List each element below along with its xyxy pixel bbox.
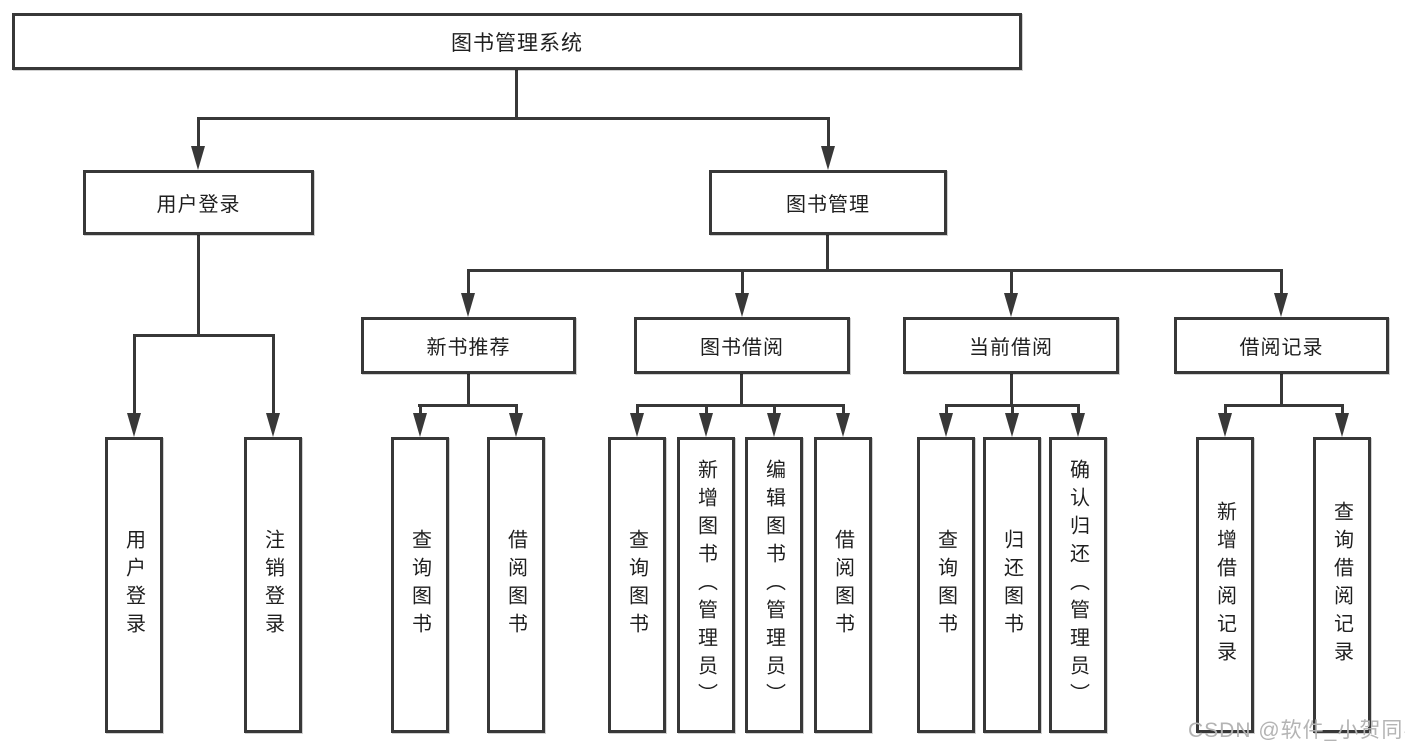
node-borrow-records: 借阅记录 bbox=[1174, 317, 1389, 374]
leaf-query-books-current: 查询图书 bbox=[917, 437, 975, 733]
leaf-confirm-return-admin: 确认归还（管理员） bbox=[1049, 437, 1107, 733]
arrowhead-to-book-management bbox=[821, 146, 835, 170]
arrowhead-bookborrow-leaf-4 bbox=[836, 413, 850, 437]
connector-root-drop-right bbox=[827, 117, 830, 149]
connector-bookborrow-stem bbox=[740, 373, 743, 407]
leaf-query-books-recommend-label: 查询图书 bbox=[408, 529, 431, 641]
node-root-label: 图书管理系统 bbox=[451, 31, 583, 55]
leaf-query-books-recommend: 查询图书 bbox=[391, 437, 449, 733]
node-user-login: 用户登录 bbox=[83, 170, 314, 235]
connector-root-stem bbox=[515, 68, 518, 119]
arrowhead-newbook-leaf-1 bbox=[413, 413, 427, 437]
connector-records-bar bbox=[1224, 404, 1343, 407]
node-new-book-recommend-label: 新书推荐 bbox=[426, 337, 511, 359]
node-current-borrow-label: 当前借阅 bbox=[969, 337, 1053, 359]
connector-bookmgmt-bar bbox=[467, 269, 1283, 272]
connector-bookmgmt-drop-4 bbox=[1280, 269, 1283, 297]
connector-records-drop-1 bbox=[1224, 404, 1227, 416]
connector-userlogin-stem bbox=[197, 234, 200, 337]
node-book-borrow-label: 图书借阅 bbox=[700, 337, 784, 359]
connector-currentborrow-stem bbox=[1010, 373, 1013, 407]
connector-newbook-drop-2 bbox=[515, 404, 518, 416]
connector-userlogin-drop-2 bbox=[272, 334, 275, 416]
arrowhead-newbook-leaf-2 bbox=[509, 413, 523, 437]
connector-records-drop-2 bbox=[1341, 404, 1344, 416]
arrowhead-records-leaf-2 bbox=[1335, 413, 1349, 437]
arrowhead-to-new-book-recommend bbox=[461, 293, 475, 317]
leaf-borrow-books-borrow: 借阅图书 bbox=[814, 437, 872, 733]
leaf-logout-label: 注销登录 bbox=[261, 529, 284, 641]
connector-userlogin-bar bbox=[133, 334, 275, 337]
arrowhead-bookborrow-leaf-3 bbox=[767, 413, 781, 437]
leaf-add-book-admin: 新增图书（管理员） bbox=[677, 437, 735, 733]
leaf-logout: 注销登录 bbox=[244, 437, 302, 733]
connector-bookmgmt-drop-3 bbox=[1010, 269, 1013, 297]
leaf-user-login: 用户登录 bbox=[105, 437, 163, 733]
connector-newbook-stem bbox=[467, 373, 470, 407]
node-user-login-label: 用户登录 bbox=[156, 194, 241, 216]
connector-newbook-bar bbox=[418, 404, 518, 407]
connector-bookborrow-drop-3 bbox=[773, 404, 776, 416]
connector-bookmgmt-stem bbox=[826, 234, 829, 272]
leaf-borrow-books-recommend-label: 借阅图书 bbox=[504, 529, 527, 641]
arrowhead-to-user-login bbox=[191, 146, 205, 170]
connector-newbook-drop-1 bbox=[419, 404, 422, 416]
leaf-confirm-return-admin-label: 确认归还（管理员） bbox=[1066, 459, 1089, 711]
connector-bookborrow-drop-2 bbox=[705, 404, 708, 416]
leaf-add-borrow-record: 新增借阅记录 bbox=[1196, 437, 1254, 733]
connector-userlogin-drop-1 bbox=[133, 334, 136, 416]
node-current-borrow: 当前借阅 bbox=[903, 317, 1119, 374]
connector-currentborrow-drop-2 bbox=[1011, 404, 1014, 416]
watermark: CSDN @软件_小贺同学 bbox=[1188, 719, 1405, 742]
leaf-return-book-label: 归还图书 bbox=[1000, 529, 1023, 641]
node-book-borrow: 图书借阅 bbox=[634, 317, 850, 374]
node-borrow-records-label: 借阅记录 bbox=[1239, 337, 1324, 359]
arrowhead-to-leaf-logout bbox=[266, 413, 280, 437]
connector-root-drop-left bbox=[197, 117, 200, 149]
arrowhead-bookborrow-leaf-2 bbox=[699, 413, 713, 437]
connector-bookborrow-drop-1 bbox=[636, 404, 639, 416]
leaf-user-login-label: 用户登录 bbox=[122, 529, 145, 641]
node-new-book-recommend: 新书推荐 bbox=[361, 317, 576, 374]
leaf-return-book: 归还图书 bbox=[983, 437, 1041, 733]
leaf-edit-book-admin: 编辑图书（管理员） bbox=[745, 437, 803, 733]
arrowhead-currentborrow-leaf-2 bbox=[1005, 413, 1019, 437]
connector-root-bar bbox=[197, 117, 830, 120]
leaf-borrow-books-borrow-label: 借阅图书 bbox=[831, 529, 854, 641]
arrowhead-to-borrow-records bbox=[1274, 293, 1288, 317]
connector-records-stem bbox=[1280, 373, 1283, 407]
connector-bookborrow-drop-4 bbox=[842, 404, 845, 416]
arrowhead-to-leaf-user-login bbox=[127, 413, 141, 437]
arrowhead-currentborrow-leaf-1 bbox=[939, 413, 953, 437]
leaf-query-books-borrow-label: 查询图书 bbox=[625, 529, 648, 641]
connector-bookmgmt-drop-1 bbox=[467, 269, 470, 297]
arrowhead-records-leaf-1 bbox=[1218, 413, 1232, 437]
connector-currentborrow-drop-3 bbox=[1077, 404, 1080, 416]
leaf-query-borrow-record-label: 查询借阅记录 bbox=[1330, 501, 1353, 669]
arrowhead-bookborrow-leaf-1 bbox=[630, 413, 644, 437]
arrowhead-to-current-borrow bbox=[1004, 293, 1018, 317]
leaf-edit-book-admin-label: 编辑图书（管理员） bbox=[762, 459, 785, 711]
arrowhead-currentborrow-leaf-3 bbox=[1071, 413, 1085, 437]
connector-currentborrow-drop-1 bbox=[945, 404, 948, 416]
leaf-query-books-borrow: 查询图书 bbox=[608, 437, 666, 733]
connector-bookborrow-bar bbox=[636, 404, 845, 407]
leaf-query-books-current-label: 查询图书 bbox=[934, 529, 957, 641]
connector-bookmgmt-drop-2 bbox=[741, 269, 744, 297]
node-book-management: 图书管理 bbox=[709, 170, 947, 235]
node-root: 图书管理系统 bbox=[12, 13, 1022, 70]
arrowhead-to-book-borrow bbox=[735, 293, 749, 317]
leaf-add-borrow-record-label: 新增借阅记录 bbox=[1213, 501, 1236, 669]
leaf-add-book-admin-label: 新增图书（管理员） bbox=[694, 459, 717, 711]
node-book-management-label: 图书管理 bbox=[786, 194, 870, 216]
leaf-query-borrow-record: 查询借阅记录 bbox=[1313, 437, 1371, 733]
leaf-borrow-books-recommend: 借阅图书 bbox=[487, 437, 545, 733]
